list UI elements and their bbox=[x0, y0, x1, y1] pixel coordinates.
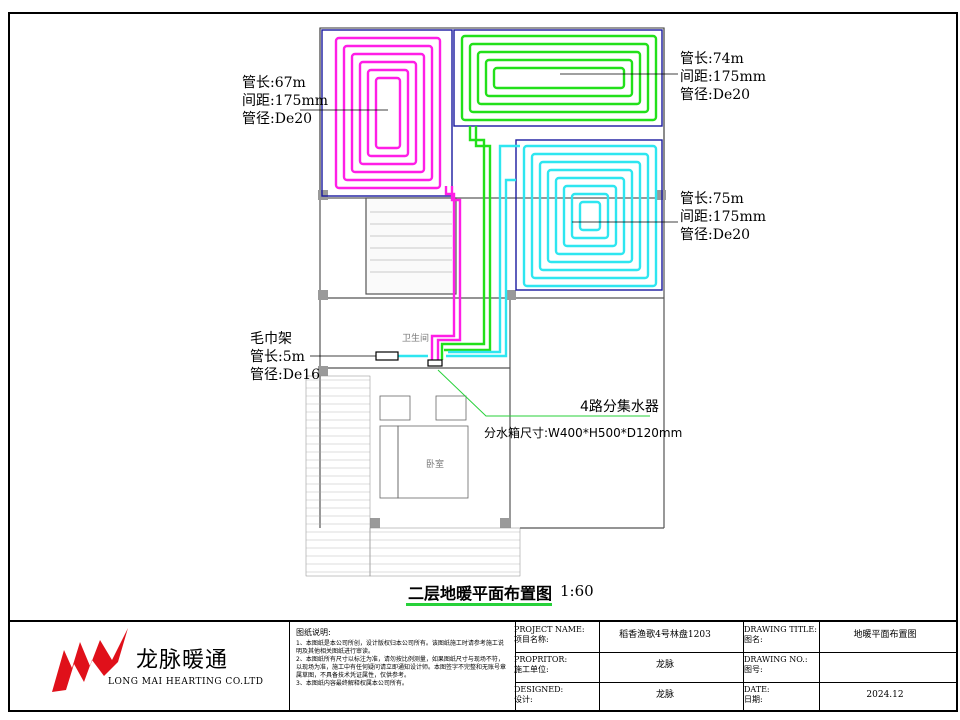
pipe-length: 管长:67m bbox=[242, 75, 306, 91]
pipe-ring bbox=[492, 66, 626, 90]
heating-loops bbox=[321, 29, 663, 360]
green-return bbox=[444, 126, 492, 352]
drawing-title-label: DRAWING TITLE: 图名: bbox=[744, 625, 817, 644]
pipe-ring bbox=[484, 58, 634, 98]
pipe-length: 管长:75m bbox=[680, 191, 744, 207]
proprietor-label: PROPRITOR: 施工单位: bbox=[514, 655, 568, 674]
callout-towel-rack: 毛巾架 管长:5m 管径:De16 bbox=[250, 330, 320, 384]
designed-label: DESIGNED: 设计: bbox=[514, 685, 564, 704]
pipe-ring bbox=[578, 200, 602, 232]
pipe-length: 管长:5m bbox=[250, 349, 305, 365]
cyan-supply bbox=[448, 144, 520, 354]
sheet-border bbox=[8, 12, 958, 712]
pipe-ring bbox=[562, 184, 618, 248]
pipe-diameter: 管径:De16 bbox=[250, 367, 321, 383]
callout-cyan-loop: 管长:75m 间距:175mm 管径:De20 bbox=[680, 190, 766, 244]
pipe-ring bbox=[538, 160, 642, 272]
title-block-notes-cell bbox=[290, 622, 516, 712]
company-name-en: LONG MAI HEARTING CO.LTD bbox=[108, 677, 264, 687]
leader-lines bbox=[300, 73, 678, 357]
notes-title: 图纸说明: bbox=[296, 628, 331, 637]
callout-magenta-loop: 管长:67m 间距:175mm 管径:De20 bbox=[242, 74, 328, 128]
pipe-spacing: 间距:175mm bbox=[680, 69, 766, 85]
pipe-ring bbox=[530, 152, 650, 280]
manifold-box bbox=[427, 359, 443, 367]
pipe-ring bbox=[476, 50, 642, 106]
pipe-ring bbox=[358, 60, 418, 166]
roof-tile-hatch bbox=[306, 379, 520, 573]
title-block-row-line bbox=[516, 682, 956, 683]
walls bbox=[319, 27, 665, 529]
pipe-ring bbox=[554, 176, 626, 256]
drawing-notes: 图纸说明: 1、本图纸是本公司所创，设计版权归本公司所有。该图纸施工时请参考施工… bbox=[296, 628, 508, 688]
title-block-label-col-1 bbox=[516, 622, 600, 712]
green-supply bbox=[440, 126, 486, 360]
room-frame bbox=[515, 139, 663, 291]
pipe-ring bbox=[570, 192, 610, 240]
designed-value: 龙脉 bbox=[655, 690, 674, 700]
manifold-leader bbox=[437, 369, 650, 417]
plan-scale: 1:60 bbox=[560, 582, 594, 600]
note-item: 3、本图纸内容最终解释权属本公司所有。 bbox=[296, 680, 408, 687]
pipe-ring bbox=[350, 52, 426, 174]
magenta-supply bbox=[436, 186, 462, 360]
title-block-row-line bbox=[516, 652, 956, 653]
project-name-label: PROJECT NAME: 项目名称: bbox=[514, 625, 585, 644]
pipe-ring bbox=[546, 168, 634, 264]
towel-rack-name: 毛巾架 bbox=[250, 331, 292, 347]
pipe-spacing: 间距:175mm bbox=[680, 209, 766, 225]
drawing-title-value: 地暖平面布置图 bbox=[853, 630, 917, 640]
company-logo bbox=[52, 628, 128, 692]
pipe-ring bbox=[366, 68, 410, 158]
callout-green-loop: 管长:74m 间距:175mm 管径:De20 bbox=[680, 50, 766, 104]
pipe-ring bbox=[468, 42, 650, 114]
magenta-loop bbox=[334, 36, 442, 190]
pipe-spacing: 间距:175mm bbox=[242, 93, 328, 109]
title-block-value-col-1 bbox=[600, 622, 744, 712]
manifold-size: 分水箱尺寸:W400*H500*D120mm bbox=[484, 426, 683, 440]
title-block-logo-cell bbox=[8, 622, 290, 712]
bed bbox=[379, 395, 469, 499]
pipe-diameter: 管径:De20 bbox=[242, 111, 313, 127]
cyan-return bbox=[446, 178, 516, 358]
pipe-ring bbox=[374, 76, 402, 150]
room-label-bath: 卫生间 bbox=[402, 334, 430, 344]
cyan-loop bbox=[522, 144, 658, 288]
note-item: 2、本图纸所有尺寸以标注为准，请勿按比例测量，如果图纸尺寸与现场不符，以现场为准… bbox=[296, 656, 507, 679]
drawing-no-label: DRAWING NO.: 图号: bbox=[744, 655, 808, 674]
title-block-label-col-2 bbox=[744, 622, 820, 712]
project-name-value: 稻香渔歌4号林盘1203 bbox=[619, 630, 711, 640]
towel-rack-box bbox=[375, 351, 399, 361]
company-name-cn: 龙脉暖通 bbox=[136, 648, 229, 673]
pipe-ring bbox=[334, 36, 442, 190]
pipe-ring bbox=[342, 44, 434, 182]
pipe-diameter: 管径:De20 bbox=[680, 87, 751, 103]
stair-area bbox=[365, 197, 457, 295]
manifold-title: 4路分集水器 bbox=[580, 399, 659, 415]
pipe-diameter: 管径:De20 bbox=[680, 227, 751, 243]
proprietor-value: 龙脉 bbox=[655, 660, 674, 670]
plan-title: 二层地暖平面布置图 bbox=[408, 584, 553, 603]
date-label: DATE: 日期: bbox=[744, 685, 770, 704]
room-frame bbox=[321, 29, 453, 197]
date-value: 2024.12 bbox=[866, 690, 904, 700]
pipe-ring bbox=[522, 144, 658, 288]
pipe-ring bbox=[460, 34, 658, 122]
pipe-length: 管长:74m bbox=[680, 51, 744, 67]
note-item: 1、本图纸是本公司所创，设计版权归本公司所有。该图纸施工时请参考施工说明及其他相… bbox=[296, 640, 504, 655]
green-loop bbox=[460, 34, 658, 122]
plan-title-underline bbox=[406, 603, 552, 606]
room-label-bed: 卧室 bbox=[426, 460, 445, 470]
title-block bbox=[8, 620, 958, 712]
magenta-return bbox=[430, 186, 456, 360]
room-frame bbox=[453, 29, 663, 127]
stair-lines bbox=[370, 211, 452, 273]
columns bbox=[318, 190, 666, 528]
